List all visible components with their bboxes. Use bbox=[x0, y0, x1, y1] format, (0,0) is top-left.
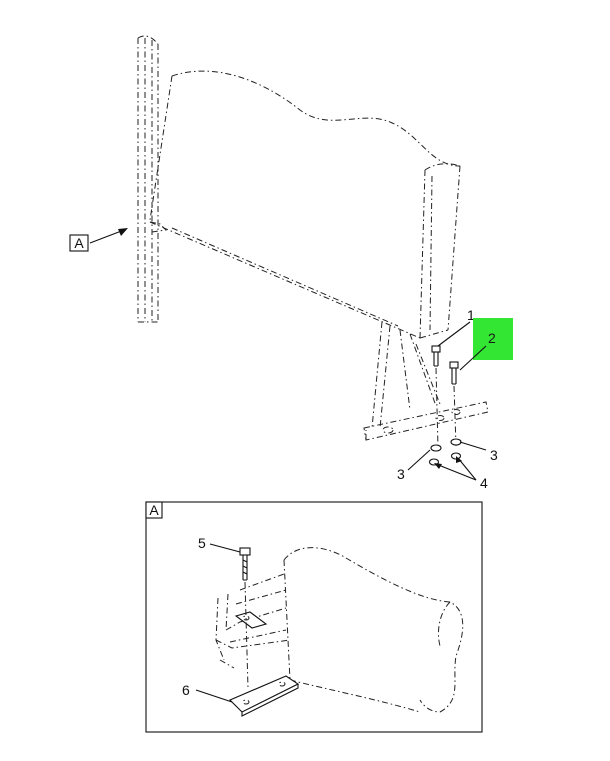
detail-bracket bbox=[215, 573, 291, 669]
callout-1-label: 1 bbox=[467, 307, 475, 323]
callout-2-label: 2 bbox=[488, 330, 496, 346]
cab-pillar bbox=[137, 35, 159, 323]
support-bracket bbox=[371, 321, 441, 429]
callout-6: 6 bbox=[182, 682, 233, 703]
main-assembly-view: A 1 2 3 3 4 bbox=[69, 35, 513, 491]
washers-nuts bbox=[428, 438, 462, 466]
fairing-panel bbox=[149, 70, 461, 339]
callout-5: 5 bbox=[198, 535, 241, 553]
detail-a-view: A bbox=[145, 501, 483, 733]
callout-6-label: 6 bbox=[182, 682, 190, 698]
base-plate bbox=[363, 401, 489, 441]
callout-3-left-label: 3 bbox=[397, 466, 405, 482]
callout-5-label: 5 bbox=[198, 535, 206, 551]
callout-1: 1 bbox=[437, 307, 475, 347]
detail-a-label: A bbox=[149, 502, 159, 518]
detail-fairing bbox=[283, 547, 464, 713]
callout-3-right: 3 bbox=[459, 441, 498, 463]
callout-3-right-label: 3 bbox=[490, 447, 498, 463]
callout-4: 4 bbox=[434, 456, 488, 491]
view-a-label: A bbox=[74, 235, 84, 251]
callout-2: 2 bbox=[459, 318, 513, 371]
callout-2-highlight bbox=[473, 318, 513, 360]
bolt-5 bbox=[239, 547, 251, 689]
bolt-1 bbox=[431, 345, 441, 449]
plate-6 bbox=[229, 675, 300, 717]
view-a-indicator: A bbox=[69, 228, 128, 252]
detail-a-frame bbox=[145, 501, 483, 733]
bolt-2 bbox=[449, 361, 459, 447]
callout-4-label: 4 bbox=[480, 475, 488, 491]
callout-3-left: 3 bbox=[397, 449, 431, 482]
